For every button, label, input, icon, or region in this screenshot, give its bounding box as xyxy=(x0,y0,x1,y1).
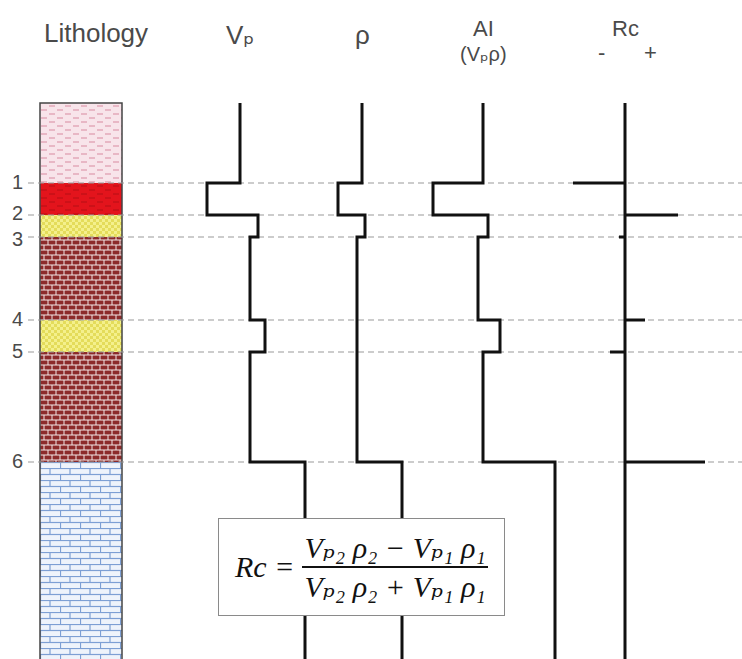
formula-lhs: Rc = xyxy=(235,550,294,584)
column-header: Vₚ xyxy=(226,22,254,48)
column-header: ρ xyxy=(355,22,370,48)
formula-box: Rc =Vₚ₂ ρ₂ − Vₚ₁ ρ₁Vₚ₂ ρ₂ + Vₚ₁ ρ₁ xyxy=(218,518,505,616)
column-header: Lithology xyxy=(44,20,148,46)
callout-number: 6 xyxy=(12,451,23,471)
callout-number: 5 xyxy=(12,341,23,361)
column-header: (Vₚρ) xyxy=(460,44,507,64)
column-header: Rc xyxy=(612,18,639,40)
column-header: + xyxy=(644,42,657,64)
callout-number: 4 xyxy=(12,309,23,329)
formula-numerator: Vₚ₂ ρ₂ − Vₚ₁ ρ₁ xyxy=(302,529,487,568)
formula-denominator: Vₚ₂ ρ₂ + Vₚ₁ ρ₁ xyxy=(302,568,487,605)
formula-fraction: Vₚ₂ ρ₂ − Vₚ₁ ρ₁Vₚ₂ ρ₂ + Vₚ₁ ρ₁ xyxy=(302,529,487,605)
callout-number: 3 xyxy=(12,229,23,249)
column-header: AI xyxy=(473,18,494,40)
column-header: - xyxy=(598,42,605,64)
callout-number: 2 xyxy=(12,203,23,223)
callout-number: 1 xyxy=(12,172,23,192)
